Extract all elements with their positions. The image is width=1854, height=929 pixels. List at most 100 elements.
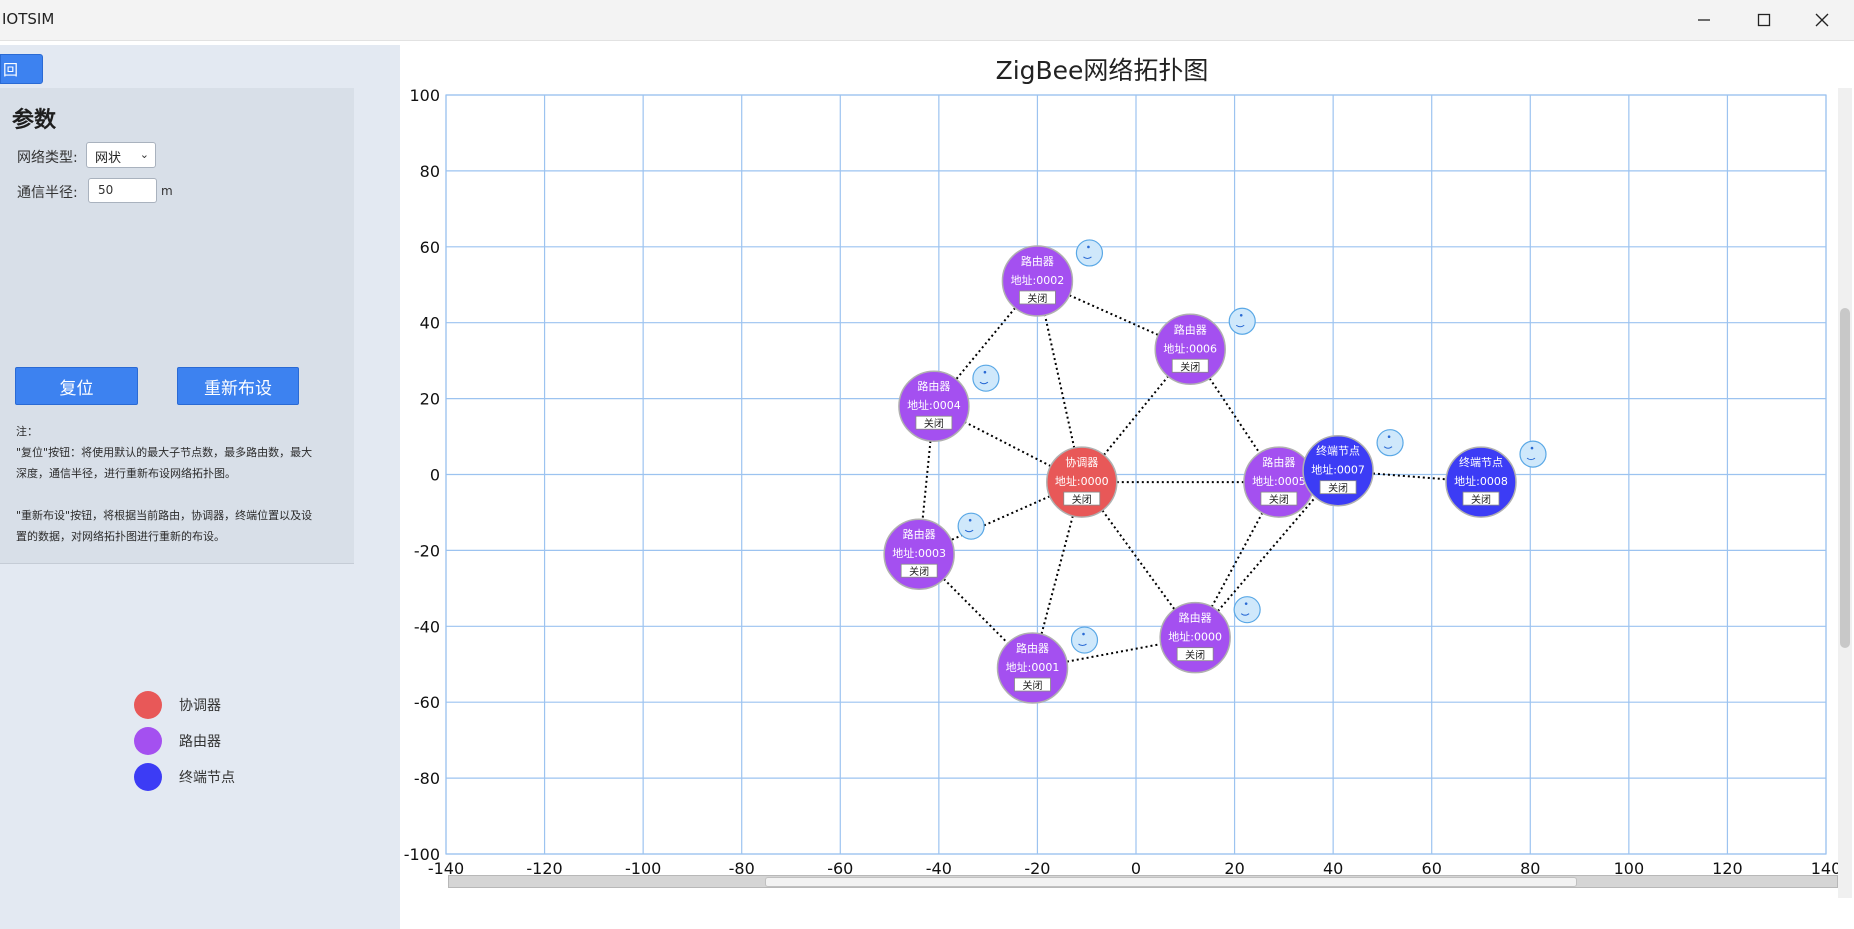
bubble-dot [1087,245,1090,249]
close-icon [1815,13,1829,27]
message-bubble-icon [1228,307,1256,335]
node-close-label: 关闭 [1027,292,1047,305]
node-close-button[interactable] [1319,480,1357,495]
node-address-label: 地址:0006 [1163,341,1217,355]
network-type-select[interactable]: 网状 ⌄ [86,142,156,168]
params-panel: 参数 网络类型: 网状 ⌄ 通信半径: 50 m 复位 重新布设 注： "复位"… [0,88,354,564]
y-tick-label: -80 [414,769,440,788]
y-tick-label: 0 [430,466,440,485]
x-tick-label: 140 [1811,859,1842,878]
x-tick-label: 80 [1520,859,1540,878]
bubble-dot [1082,632,1085,636]
node-close-button[interactable] [1171,358,1209,373]
node-close-button[interactable] [1260,491,1298,506]
node-type-label: 路由器 [1174,322,1207,336]
plot-frame [445,94,1827,855]
node-close-button[interactable] [1063,491,1101,506]
params-title: 参数 [12,108,57,133]
title-bar: IOTSIM [0,0,1854,41]
bubble-dot [1530,446,1534,450]
node-close-button[interactable] [1462,491,1500,506]
note-relayout: "重新布设"按钮，将根据当前路由，协调器，终端位置以及设置的数据，对网络拓扑图进… [16,509,313,543]
node-close-button[interactable] [1014,677,1051,692]
node-close-label: 关闭 [909,565,929,578]
node-close-label: 关闭 [1023,679,1043,692]
node-address-label: 地址:0004 [907,398,961,412]
node-close-button[interactable] [1176,647,1214,662]
y-tick-label: 20 [420,390,440,409]
node-type-label: 路由器 [1021,254,1054,268]
node-close-label: 关闭 [1072,493,1092,506]
relayout-button[interactable]: 重新布设 [177,367,299,405]
radius-label: 通信半径: [17,185,78,201]
x-tick-label: -60 [827,859,853,878]
node-type-label: 协调器 [1065,455,1098,469]
node-type-label: 终端节点 [1316,444,1360,458]
node-close-label: 关闭 [1328,482,1348,495]
x-tick-label: -100 [625,859,661,878]
horizontal-scrollbar[interactable] [448,875,1838,888]
y-tick-label: -60 [414,693,440,712]
y-tick-label: 60 [420,238,440,257]
bubble-mark [1240,613,1250,616]
message-bubble-icon [1519,440,1547,468]
node-type-label: 路由器 [917,379,950,393]
node-close-button[interactable] [1019,290,1056,305]
horizontal-scrollbar-thumb[interactable] [765,877,1577,887]
vertical-scrollbar[interactable] [1838,88,1852,898]
message-bubble-icon [972,364,1000,392]
chevron-down-icon: ⌄ [139,148,149,161]
node-address-label: 地址:0007 [1311,463,1365,477]
y-tick-label: 40 [420,314,440,333]
node-close-button[interactable] [915,415,953,430]
bubble-mark [979,381,989,385]
node-close-label: 关闭 [1185,649,1205,662]
x-tick-label: 0 [1131,859,1141,878]
message-bubble-icon [1070,626,1099,654]
node-address-label: 地址:0005 [1252,474,1306,488]
legend-router: 路由器 [134,726,221,756]
link-line [1081,348,1191,483]
radius-input[interactable]: 50 [88,178,157,203]
legend-end-device: 终端节点 [134,762,235,792]
maximize-button[interactable] [1736,0,1792,40]
node-close-label: 关闭 [924,417,944,430]
x-tick-label: -40 [926,859,952,878]
x-tick-label: -140 [428,859,464,878]
legend-end-device-label: 终端节点 [179,770,235,786]
node-address-label: 地址:0003 [892,546,946,560]
link-line [1337,469,1482,484]
node-address-label: 地址:0000 [1168,630,1222,644]
x-tick-label: 40 [1323,859,1343,878]
x-tick-label: 120 [1712,859,1743,878]
bubble-mark [1235,324,1245,328]
reset-button[interactable]: 复位 [15,367,138,405]
bubble-mark [964,529,974,533]
close-button[interactable] [1794,0,1850,40]
vertical-scrollbar-thumb[interactable] [1840,308,1850,648]
x-tick-label: 20 [1224,859,1244,878]
message-bubble-icon [1376,429,1404,457]
back-button[interactable]: 回 [0,54,43,84]
radius-unit: m [161,184,173,198]
bubble-mark [1083,256,1092,259]
node-type-label: 路由器 [903,527,936,541]
chart-title: ZigBee网络拓扑图 [996,56,1209,85]
minimize-button[interactable] [1676,0,1732,40]
node-close-button[interactable] [900,563,938,578]
bubble-mark [1078,643,1087,647]
node-close-label: 关闭 [1471,493,1491,506]
bubble-dot [968,518,972,522]
note-title: 注： [16,425,38,438]
